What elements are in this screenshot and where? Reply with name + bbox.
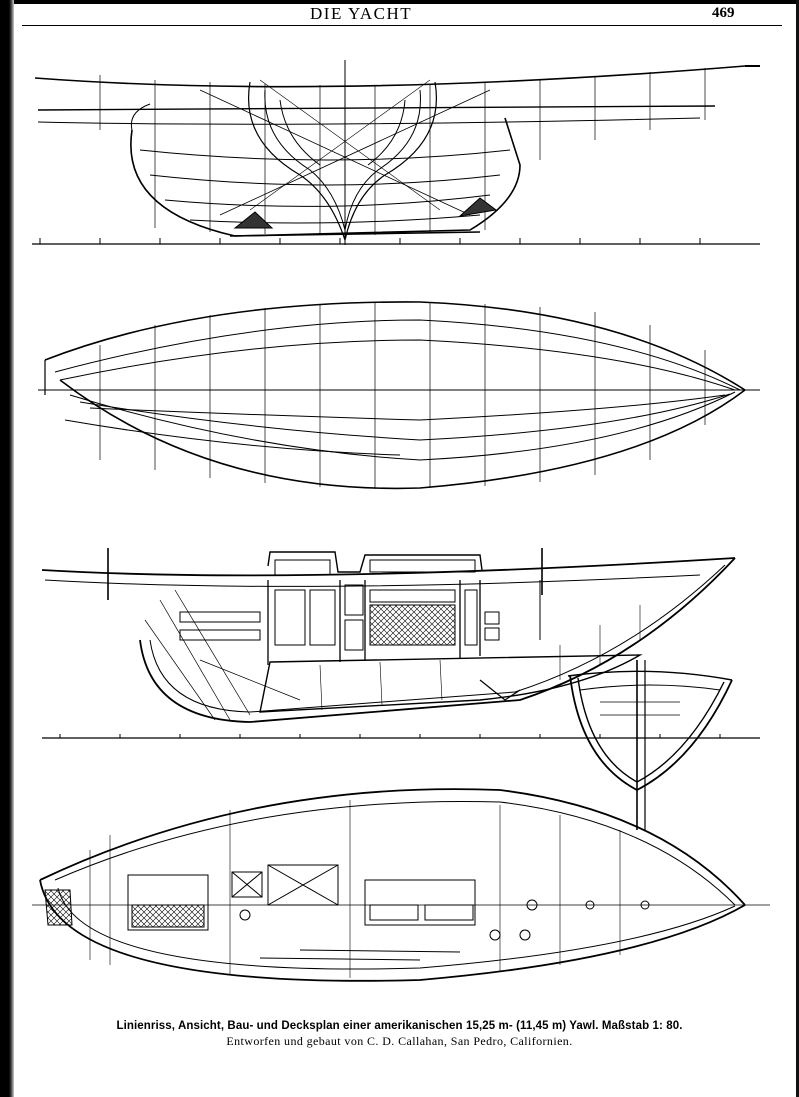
caption-credit: Entworfen und gebaut von C. D. Callahan,… xyxy=(226,1034,573,1048)
header-rule xyxy=(22,25,782,26)
scan-top-edge xyxy=(14,0,799,4)
running-head: DIE YACHT xyxy=(310,4,413,23)
page-binding-edge xyxy=(0,0,14,1097)
caption-title: Linienriss, Ansicht, Bau- und Decksplan … xyxy=(116,1020,683,1032)
page-number: 469 xyxy=(712,5,735,21)
figure-caption: Linienriss, Ansicht, Bau- und Decksplan … xyxy=(0,1020,799,1049)
scan-right-edge xyxy=(796,0,799,1097)
